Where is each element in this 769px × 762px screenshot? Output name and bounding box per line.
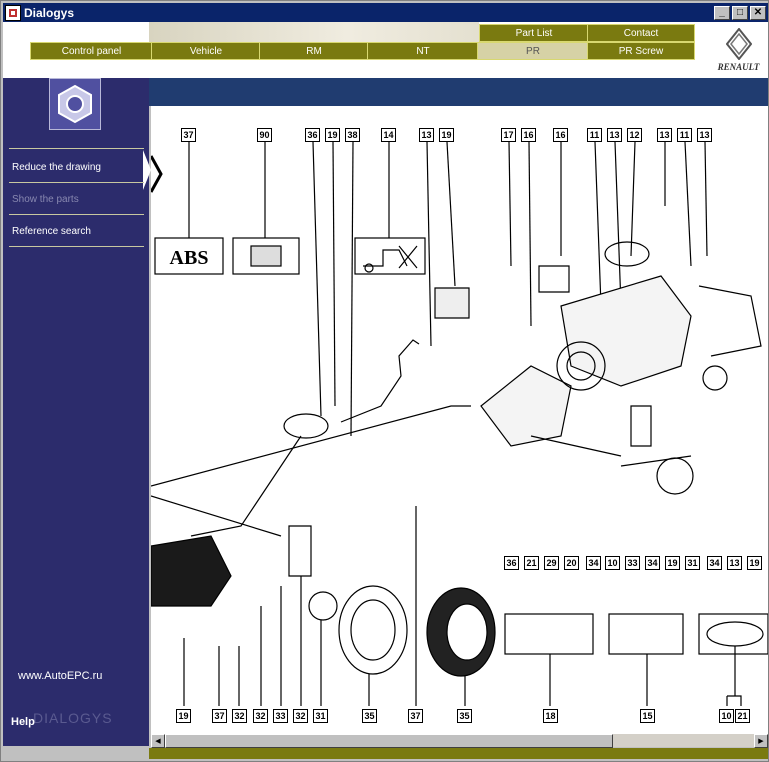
callout-32[interactable]: 32 xyxy=(232,709,247,723)
tab-part-list[interactable]: Part List xyxy=(479,24,589,42)
exploded-vehicle-diagram[interactable]: ABS 37 90 36 19 38 14 13 19 17 16 16 11 … xyxy=(151,106,768,733)
tab-nt[interactable]: NT xyxy=(367,42,479,60)
callout-37[interactable]: 37 xyxy=(408,709,423,723)
callout-35[interactable]: 35 xyxy=(362,709,377,723)
hex-nut-icon xyxy=(49,78,101,130)
divider xyxy=(9,148,144,149)
toolbar-band xyxy=(149,78,768,106)
close-button[interactable]: ✕ xyxy=(750,5,766,20)
callout-21[interactable]: 21 xyxy=(735,709,750,723)
callout-33[interactable]: 33 xyxy=(625,556,640,570)
sidebar: Reduce the drawing Show the parts Refere… xyxy=(3,78,151,746)
renault-diamond-icon xyxy=(725,28,752,60)
horizontal-scrollbar[interactable]: ◀ ▶ xyxy=(151,733,768,748)
callout-13[interactable]: 13 xyxy=(697,128,712,142)
callout-12[interactable]: 12 xyxy=(627,128,642,142)
help-link[interactable]: Help xyxy=(11,716,35,728)
header-banner xyxy=(149,22,479,42)
callout-90[interactable]: 90 xyxy=(257,128,272,142)
abs-label: ABS xyxy=(170,247,209,269)
callout-19[interactable]: 19 xyxy=(665,556,680,570)
vehicle-drawing: ABS xyxy=(151,141,768,706)
callout-13[interactable]: 13 xyxy=(727,556,742,570)
callout-38[interactable]: 38 xyxy=(345,128,360,142)
product-logo: DIALOGYS xyxy=(33,710,113,726)
renault-logo: RENAULT xyxy=(709,22,768,78)
minimize-button[interactable]: _ xyxy=(714,5,730,20)
status-bar xyxy=(149,748,768,759)
callout-31[interactable]: 31 xyxy=(313,709,328,723)
callout-31[interactable]: 31 xyxy=(685,556,700,570)
menu-reference-search[interactable]: Reference search xyxy=(9,217,144,247)
tab-contact[interactable]: Contact xyxy=(587,24,695,42)
callout-34[interactable]: 34 xyxy=(707,556,722,570)
tab-pr-screw[interactable]: PR Screw xyxy=(587,42,695,60)
tab-pr[interactable]: PR xyxy=(477,42,589,60)
window-title: Dialogys xyxy=(24,5,75,20)
scroll-left-icon[interactable]: ◀ xyxy=(151,734,165,748)
callout-10[interactable]: 10 xyxy=(719,709,734,723)
callout-36[interactable]: 36 xyxy=(504,556,519,570)
callout-35[interactable]: 35 xyxy=(457,709,472,723)
callout-19[interactable]: 19 xyxy=(747,556,762,570)
brand-name: RENAULT xyxy=(717,62,760,72)
callout-13[interactable]: 13 xyxy=(607,128,622,142)
app-icon xyxy=(5,4,21,21)
tab-vehicle[interactable]: Vehicle xyxy=(151,42,261,60)
tab-control-panel[interactable]: Control panel xyxy=(30,42,153,60)
collapse-arrow-icon[interactable] xyxy=(143,150,151,190)
menu-reduce-drawing[interactable]: Reduce the drawing xyxy=(9,153,144,183)
maximize-button[interactable]: □ xyxy=(732,5,748,20)
callout-11[interactable]: 11 xyxy=(587,128,602,142)
callout-14[interactable]: 14 xyxy=(381,128,396,142)
callout-33[interactable]: 33 xyxy=(273,709,288,723)
callout-32[interactable]: 32 xyxy=(253,709,268,723)
callout-32[interactable]: 32 xyxy=(293,709,308,723)
menu-show-parts: Show the parts xyxy=(9,185,144,215)
callout-37[interactable]: 37 xyxy=(212,709,227,723)
callout-16[interactable]: 16 xyxy=(553,128,568,142)
website-link[interactable]: www.AutoEPC.ru xyxy=(18,670,103,682)
callout-15[interactable]: 15 xyxy=(640,709,655,723)
callout-18[interactable]: 18 xyxy=(543,709,558,723)
callout-19[interactable]: 19 xyxy=(439,128,454,142)
callout-21[interactable]: 21 xyxy=(524,556,539,570)
callout-34[interactable]: 34 xyxy=(645,556,660,570)
callout-13[interactable]: 13 xyxy=(419,128,434,142)
callout-19[interactable]: 19 xyxy=(176,709,191,723)
callout-19[interactable]: 19 xyxy=(325,128,340,142)
callout-10[interactable]: 10 xyxy=(605,556,620,570)
tab-rm[interactable]: RM xyxy=(259,42,369,60)
callout-36[interactable]: 36 xyxy=(305,128,320,142)
scroll-right-icon[interactable]: ▶ xyxy=(754,734,768,748)
title-bar: Dialogys _ □ ✕ xyxy=(3,3,768,22)
callout-37[interactable]: 37 xyxy=(181,128,196,142)
callout-11[interactable]: 11 xyxy=(677,128,692,142)
callout-16[interactable]: 16 xyxy=(521,128,536,142)
callout-34[interactable]: 34 xyxy=(586,556,601,570)
callout-29[interactable]: 29 xyxy=(544,556,559,570)
callout-17[interactable]: 17 xyxy=(501,128,516,142)
callout-13[interactable]: 13 xyxy=(657,128,672,142)
header: Part List Contact Control panel Vehicle … xyxy=(3,22,768,78)
callout-20[interactable]: 20 xyxy=(564,556,579,570)
scroll-thumb[interactable] xyxy=(165,734,613,748)
